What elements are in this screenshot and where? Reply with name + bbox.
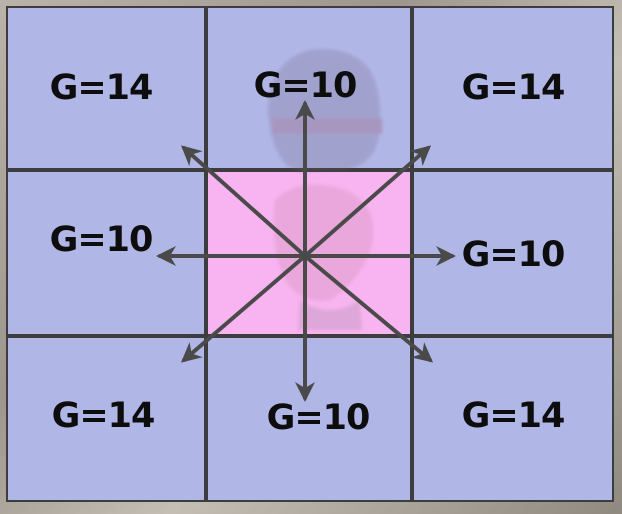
grid-cell: [414, 8, 612, 168]
arrow-north-west: [181, 145, 307, 258]
cell-cost-label: G=14: [50, 68, 153, 108]
cell-cost-label: G=14: [52, 396, 155, 436]
grid-cell: [414, 338, 612, 500]
cell-cost-label: G=10: [254, 66, 357, 106]
cell-cost-label: G=10: [462, 235, 565, 275]
ghost-figure-image: [268, 49, 382, 330]
cell-cost-label: G=10: [50, 220, 153, 260]
arrow-south-west: [180, 254, 307, 363]
arrow-north-east: [303, 145, 432, 258]
cell-cost-label: G=14: [462, 68, 565, 108]
cell-cost-label: G=10: [267, 398, 370, 438]
grid-cell: [8, 8, 204, 168]
cell-cost-label: G=14: [462, 396, 565, 436]
arrow-south-east: [303, 254, 434, 363]
arrows-layer: [156, 100, 456, 402]
grid-cell: [208, 338, 410, 500]
grid-cell: [8, 338, 204, 500]
